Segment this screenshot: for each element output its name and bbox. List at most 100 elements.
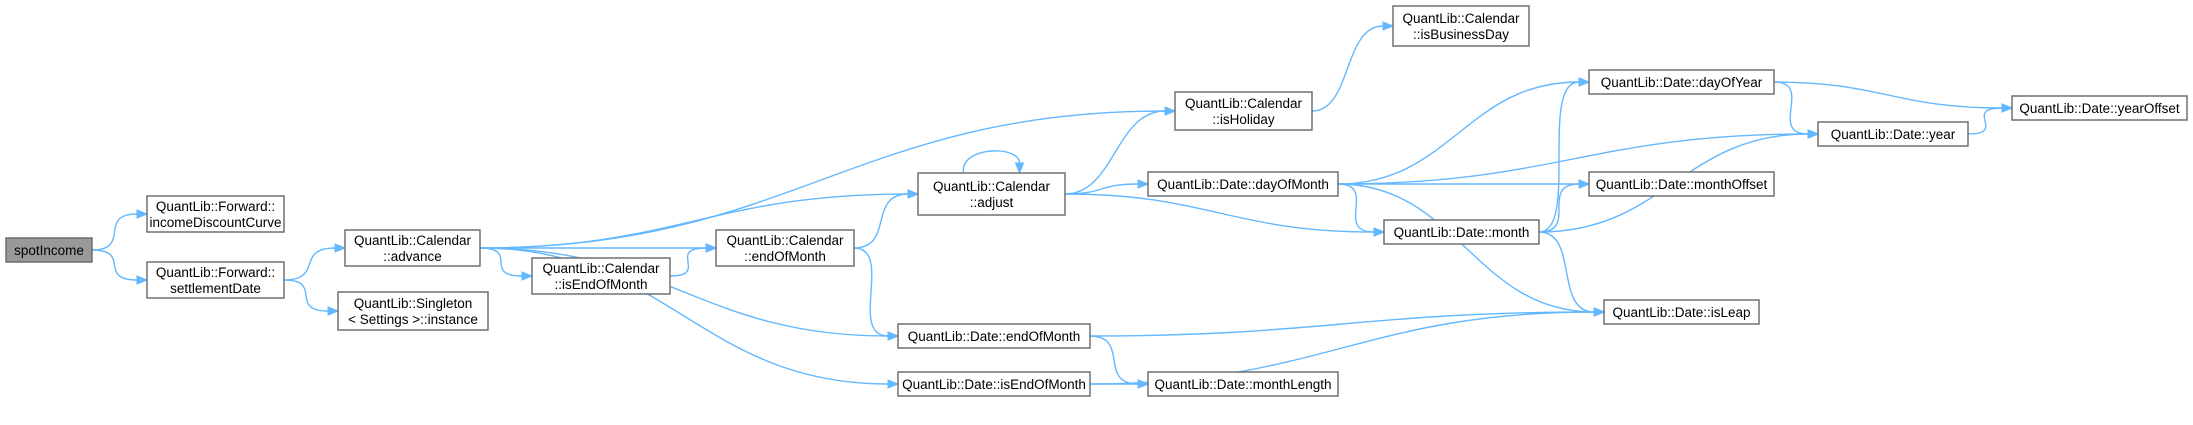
edge-dateDayOfYear-to-dateYear xyxy=(1773,81,1820,139)
node-label: QuantLib::Singleton xyxy=(354,296,473,311)
node-label: QuantLib::Calendar xyxy=(726,233,844,248)
node-dateEndOfMonth[interactable]: QuantLib::Date::endOfMonth xyxy=(897,323,1091,349)
edges-layer xyxy=(91,21,2014,389)
node-label: QuantLib::Calendar xyxy=(542,261,660,276)
edge-arrowhead xyxy=(327,306,340,316)
node-dateMonthOffset[interactable]: QuantLib::Date::monthOffset xyxy=(1588,171,1775,197)
edge-line xyxy=(1538,81,1580,233)
node-calIsHoliday[interactable]: QuantLib::Calendar::isHoliday xyxy=(1174,91,1313,131)
node-calEndOfMonth[interactable]: QuantLib::Calendar::endOfMonth xyxy=(715,229,855,267)
edge-dateYear-to-dateYearOffset xyxy=(1967,103,2014,135)
edge-line xyxy=(1538,231,1595,313)
node-label: ::adjust xyxy=(970,195,1014,210)
edge-arrowhead xyxy=(705,243,718,253)
edge-arrowhead xyxy=(334,243,347,253)
node-fwdSettlementDate[interactable]: QuantLib::Forward::settlementDate xyxy=(146,261,285,299)
edge-calIsEndOfMonth-to-calEndOfMonth xyxy=(669,243,718,277)
edge-line xyxy=(1089,311,1595,337)
edge-line xyxy=(669,247,707,277)
node-box xyxy=(146,261,285,299)
edge-dateMonth-to-dateDayOfYear xyxy=(1538,77,1591,233)
node-box xyxy=(1588,69,1775,95)
edge-arrowhead xyxy=(136,275,149,285)
node-box xyxy=(1817,121,1969,147)
node-calAdvance[interactable]: QuantLib::Calendar::advance xyxy=(344,229,481,267)
node-dateYearOffset[interactable]: QuantLib::Date::yearOffset xyxy=(2011,95,2188,121)
edge-line xyxy=(91,249,138,281)
edge-calAdvance-to-calIsEndOfMonth xyxy=(479,247,534,281)
edge-arrowhead xyxy=(887,331,900,341)
edge-arrowhead xyxy=(907,189,920,199)
edge-dateDayOfMonth-to-dateDayOfYear xyxy=(1337,77,1591,185)
edge-line xyxy=(1967,107,2003,135)
node-label: QuantLib::Date::yearOffset xyxy=(2019,101,2180,116)
edge-dateEndOfMonth-to-dateIsLeap xyxy=(1089,307,1606,337)
node-label: ::endOfMonth xyxy=(744,249,826,264)
node-label: QuantLib::Date::isEndOfMonth xyxy=(902,377,1086,392)
node-dateMonth[interactable]: QuantLib::Date::month xyxy=(1383,219,1540,245)
node-dateDayOfYear[interactable]: QuantLib::Date::dayOfYear xyxy=(1588,69,1775,95)
node-calIsEndOfMonth[interactable]: QuantLib::Calendar::isEndOfMonth xyxy=(531,257,671,295)
node-label: < Settings >::instance xyxy=(348,312,478,327)
node-dateIsLeap[interactable]: QuantLib::Date::isLeap xyxy=(1603,299,1760,325)
node-label: QuantLib::Forward:: xyxy=(156,265,275,280)
edge-line xyxy=(1337,183,1595,313)
node-box xyxy=(344,229,481,267)
edge-line xyxy=(1538,183,1580,233)
edge-dateIsEndOfMonth-to-dateMonthLength xyxy=(1089,379,1150,389)
edge-arrowhead xyxy=(1137,379,1150,389)
edge-fwdSettlementDate-to-calAdvance xyxy=(283,243,347,281)
edge-line xyxy=(1773,81,2003,109)
node-dateMonthLength[interactable]: QuantLib::Date::monthLength xyxy=(1147,371,1339,397)
node-box xyxy=(897,323,1091,349)
node-label: QuantLib::Forward:: xyxy=(156,199,275,214)
node-dateIsEndOfMonth[interactable]: QuantLib::Date::isEndOfMonth xyxy=(897,371,1091,397)
edge-line xyxy=(479,247,523,277)
edge-line xyxy=(283,279,329,312)
node-label: incomeDiscountCurve xyxy=(149,215,281,230)
node-box xyxy=(531,257,671,295)
edge-calIsHoliday-to-calIsBusinessDay xyxy=(1311,21,1395,112)
node-calAdjust[interactable]: QuantLib::Calendar::adjust xyxy=(917,172,1066,216)
edge-arrowhead xyxy=(1593,307,1606,317)
node-box xyxy=(715,229,855,267)
node-label: QuantLib::Date::month xyxy=(1394,225,1530,240)
node-fwdIncomeDiscountCurve[interactable]: QuantLib::Forward::incomeDiscountCurve xyxy=(146,195,285,233)
edge-calAdvance-to-calIsHoliday xyxy=(479,106,1177,249)
edge-arrowhead xyxy=(1382,21,1395,31)
node-label: QuantLib::Calendar xyxy=(933,179,1051,194)
edge-line xyxy=(1089,335,1139,385)
node-box xyxy=(1603,299,1760,325)
node-dateDayOfMonth[interactable]: QuantLib::Date::dayOfMonth xyxy=(1147,171,1339,197)
edge-dateDayOfMonth-to-dateIsLeap xyxy=(1337,183,1606,317)
edge-line xyxy=(962,150,1021,174)
edge-line xyxy=(1311,25,1384,112)
node-box xyxy=(1147,171,1339,197)
edge-spotIncome-to-fwdSettlementDate xyxy=(91,249,149,285)
node-box xyxy=(1147,371,1339,397)
edge-line xyxy=(283,247,336,281)
node-label: ::isEndOfMonth xyxy=(554,277,647,292)
edge-line xyxy=(479,247,889,385)
edge-arrowhead xyxy=(887,379,900,389)
edge-fwdSettlementDate-to-singletonInstance xyxy=(283,279,340,316)
edge-arrowhead xyxy=(1014,162,1025,175)
node-label: QuantLib::Date::isLeap xyxy=(1612,305,1750,320)
edge-line xyxy=(1337,81,1580,185)
edge-dateMonth-to-dateIsLeap xyxy=(1538,231,1606,317)
edge-spotIncome-to-fwdIncomeDiscountCurve xyxy=(91,209,149,251)
node-box xyxy=(337,291,489,331)
node-calIsBusinessDay[interactable]: QuantLib::Calendar::isBusinessDay xyxy=(1392,5,1530,47)
node-label: QuantLib::Date::monthOffset xyxy=(1596,177,1768,192)
node-singletonInstance[interactable]: QuantLib::Singleton< Settings >::instanc… xyxy=(337,291,489,331)
node-label: QuantLib::Calendar xyxy=(1185,96,1303,111)
edge-calEndOfMonth-to-dateEndOfMonth xyxy=(853,247,900,341)
node-box xyxy=(1383,219,1540,245)
node-spotIncome[interactable]: spotIncome xyxy=(5,237,93,263)
edge-line xyxy=(1064,193,1375,233)
edge-line xyxy=(1064,110,1166,195)
node-dateYear[interactable]: QuantLib::Date::year xyxy=(1817,121,1969,147)
node-box xyxy=(146,195,285,233)
edge-line xyxy=(1337,183,1375,233)
